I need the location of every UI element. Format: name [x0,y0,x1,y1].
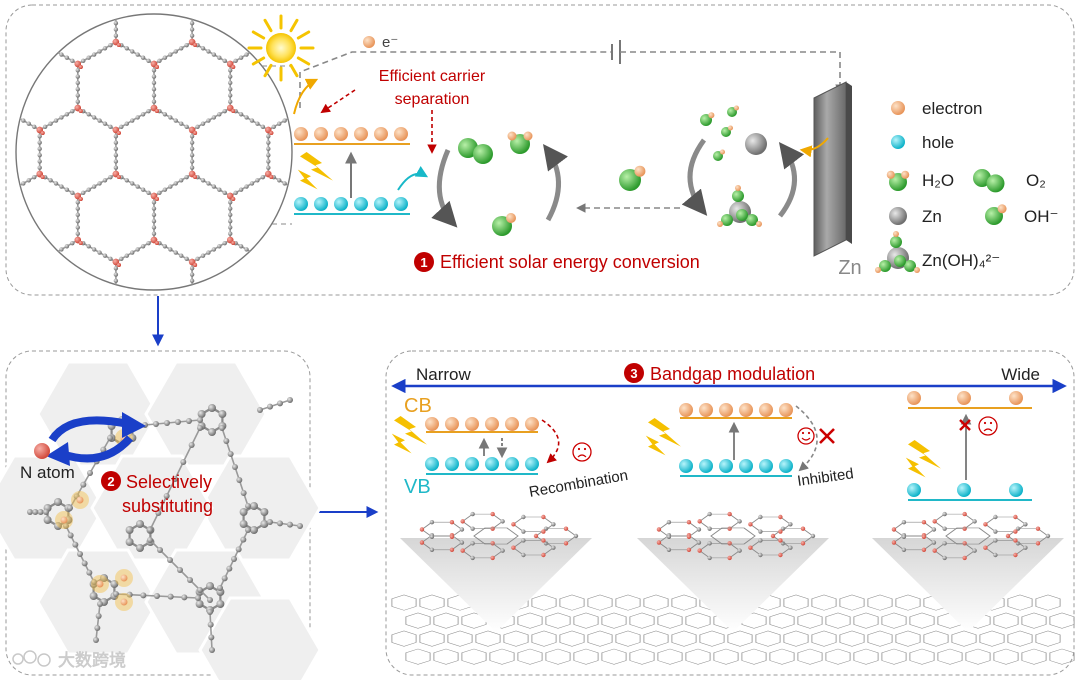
vb-hole [294,197,308,211]
legend-hole-label: hole [922,133,954,152]
legend-oh-label: OH⁻ [1024,207,1058,226]
electron-symbol: e⁻ [382,34,398,51]
step3-title: Bandgap modulation [650,364,815,384]
zincate-ion [717,185,762,227]
o2-molecule [458,138,493,164]
hole-transfer-arrow [398,174,426,190]
oh-ion-transfer [619,166,645,191]
light-bolt-icon [906,440,941,477]
legend-water-icon [887,171,910,191]
oh-ion-small [713,150,725,162]
recombination-label: Recombination [528,467,629,501]
zn-plate-label: Zn [838,257,861,279]
light-bolt-icon [298,152,333,189]
band-diagram-wide [906,391,1032,500]
inhibited-label: Inhibited [796,465,855,490]
band-diagram-narrow [392,416,591,474]
vb-hole [354,197,368,211]
vb-hole [394,197,408,211]
cb-electron [314,127,328,141]
legend-h2o-label: H₂O [922,171,954,190]
legend-zn-icon [889,207,907,225]
legend-electron-icon [891,101,905,115]
watermark: 大数跨境 [13,650,126,670]
catalyst-cones [400,512,1064,632]
bandgap-diagrams [392,391,1032,500]
cb-electron [354,127,368,141]
band-diagram-medium [646,403,834,476]
vb-label: VB [404,476,431,498]
sad-face-icon [573,443,591,461]
oh-ion-small [721,126,733,138]
cone-2 [637,512,829,632]
legend-electron-label: electron [922,99,982,118]
legend-zincate-label: Zn(OH)₄²⁻ [922,251,1000,270]
oh-ion-small [700,112,714,126]
step1-number: 1 [420,255,427,270]
cb-electron [374,127,388,141]
blocked-x-icon [960,420,970,430]
circuit-electron-icon [363,36,375,48]
smile-face-icon [798,428,814,444]
n-atom-ball [34,443,50,459]
cb-electron [334,127,348,141]
cone-1 [400,512,592,632]
carrier-label-line1: Efficient carrier [379,68,486,85]
carrier-arrow-left [322,90,355,112]
oh-ion [492,213,516,236]
step2-title-line2: substituting [122,496,213,516]
vb-hole [374,197,388,211]
step3-number: 3 [630,366,637,381]
legend-zn-label: Zn [922,207,942,226]
legend-o2-icon [973,169,1005,192]
legend-oh-icon [985,204,1007,225]
sad-face-icon [979,417,997,435]
step2-number: 2 [107,474,114,489]
step1-title: Efficient solar energy conversion [440,252,700,272]
oh-ion-small [727,106,739,118]
narrow-label: Narrow [416,365,472,384]
cone-3 [872,512,1064,632]
blocked-x-icon [820,429,834,443]
step2-title-line1: Selectively [126,472,212,492]
zn-atom [745,133,767,155]
carrier-label-line2: separation [395,91,470,108]
water-molecule [508,132,533,155]
vb-hole [314,197,328,211]
light-bolt-icon [646,418,681,455]
substitution-structure [0,362,320,680]
cb-electron [394,127,408,141]
light-bolt-icon [392,416,427,453]
electron-to-circuit-arrow [294,80,316,114]
oer-cycle [439,148,558,224]
n-atom-label: N atom [20,463,75,482]
cb-electron [294,127,308,141]
legend-zincate-icon [875,231,920,273]
watermark-text: 大数跨境 [58,650,126,670]
wide-label: Wide [1001,365,1040,384]
cof-structure-circle [0,0,464,399]
legend-hole-icon [891,135,905,149]
cb-label: CB [404,395,432,417]
vb-hole [334,197,348,211]
zn-plate [802,82,852,256]
legend-o2-label: O₂ [1026,171,1046,190]
